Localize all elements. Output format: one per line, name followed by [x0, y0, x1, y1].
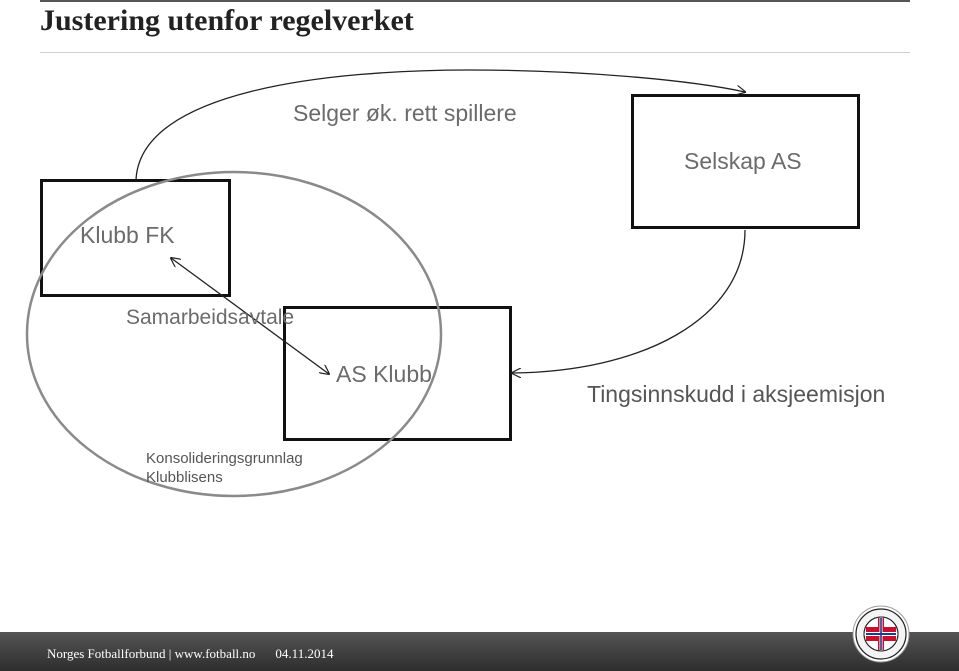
slide-title: Justering utenfor regelverket — [40, 4, 414, 37]
label-ellipse-group: Konsolideringsgrunnlag Klubblisens — [146, 449, 303, 487]
label-as-klubb: AS Klubb — [336, 361, 432, 387]
label-selskap-as: Selskap AS — [684, 148, 802, 174]
label-samarbeidsavtale: Samarbeidsavtale — [126, 306, 295, 329]
nff-logo-icon — [852, 605, 910, 663]
arrow-selskap-to-asklubb — [512, 229, 746, 373]
arrow-klubb-to-selskap — [135, 69, 745, 181]
title-divider — [40, 52, 910, 53]
label-tingsinnskudd: Tingsinnskudd i aksjeemisjon — [587, 381, 886, 407]
footer-text: Norges Fotballforbund | www.fotball.no 04… — [47, 646, 333, 662]
consolidation-ellipse — [25, 170, 443, 498]
label-selger-ok-rett: Selger øk. rett spillere — [293, 100, 517, 126]
label-klubb-fk: Klubb FK — [80, 222, 175, 248]
footer-bar: Norges Fotballforbund | www.fotball.no 04… — [0, 632, 959, 671]
footer-org: Norges Fotballforbund | www.fotball.no — [47, 646, 256, 661]
top-border-line — [40, 0, 910, 2]
label-konsolideringsgrunnlag: Konsolideringsgrunnlag — [146, 450, 303, 467]
klubb-fk-box[interactable] — [40, 179, 231, 297]
footer-date: 04.11.2014 — [275, 646, 334, 661]
arrow-samarbeidsavtale — [171, 258, 329, 374]
label-klubblisens: Klubblisens — [146, 469, 223, 486]
